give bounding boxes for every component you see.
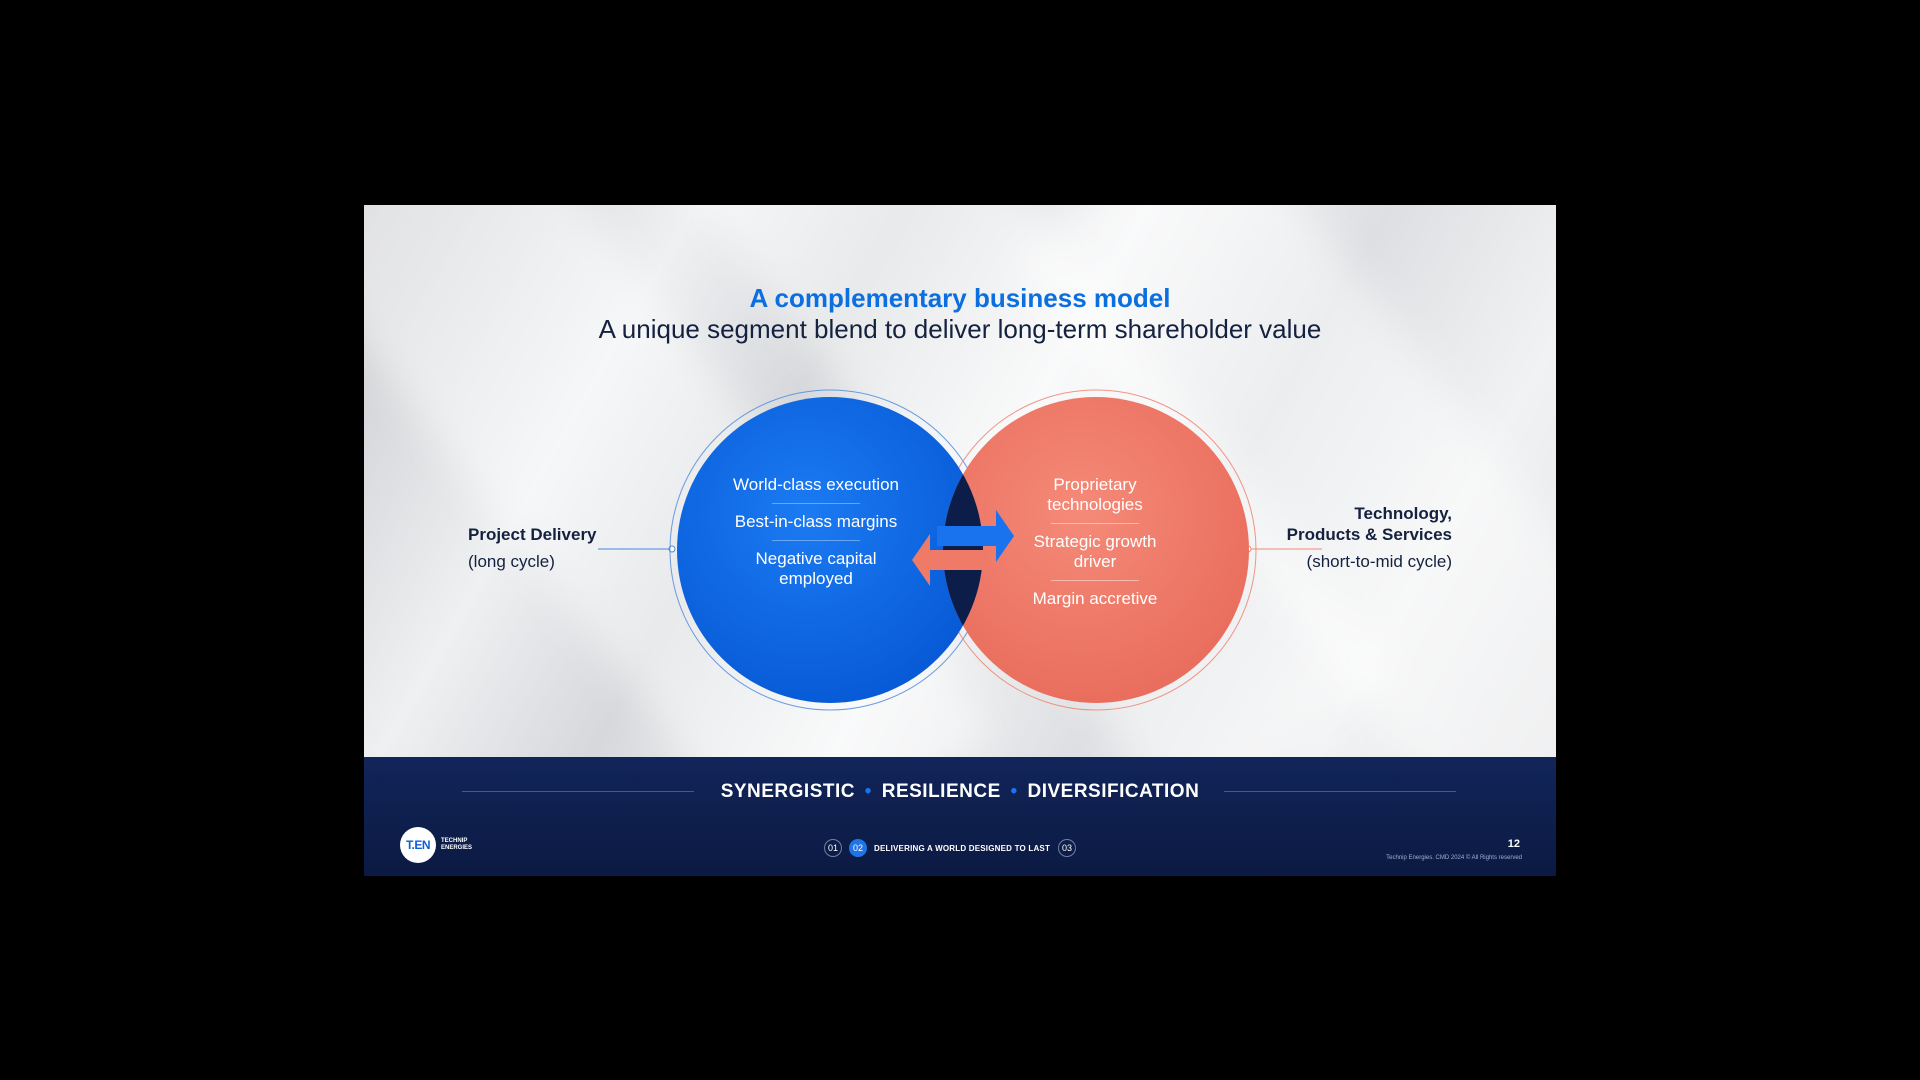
nav-section-02[interactable]: 02 — [849, 839, 867, 857]
slide: A complementary business model A unique … — [364, 205, 1556, 876]
section-nav: 01 02 DELIVERING A WORLD DESIGNED TO LAS… — [824, 839, 1077, 857]
slide-subtitle: A unique segment blend to deliver long-t… — [598, 314, 1322, 344]
attribute-divider — [772, 503, 860, 504]
attribute-divider — [1051, 580, 1139, 581]
tps-label: Technology, Products & Services (short-t… — [1287, 503, 1452, 572]
venn-diagram — [598, 389, 1322, 711]
tagline-word: DIVERSIFICATION — [1027, 781, 1200, 802]
project-delivery-label: Project Delivery (long cycle) — [468, 524, 597, 572]
attribute-item: Best-in-class margins — [734, 512, 898, 531]
project-delivery-attributes: World-class execution Best-in-class marg… — [731, 467, 901, 597]
tagline-separator: • — [864, 781, 872, 802]
logo-wordmark: TECHNIP ENERGIES — [441, 838, 472, 852]
segment-cycle: (long cycle) — [468, 552, 555, 571]
tagline-word: RESILIENCE — [881, 781, 1001, 802]
company-logo: T.EN TECHNIP ENERGIES — [400, 827, 472, 863]
attribute-divider — [1051, 523, 1139, 524]
tps-attributes: Proprietary technologies Strategic growt… — [1010, 467, 1180, 617]
attribute-item: World-class execution — [733, 475, 899, 494]
logo-line: TECHNIP — [441, 838, 468, 844]
segment-name-line2: Products & Services — [1286, 525, 1452, 544]
attribute-item: Negative capital employed — [755, 549, 877, 588]
project-delivery-circle — [677, 397, 983, 703]
arrow-left-icon — [912, 534, 989, 586]
slide-content-area: A complementary business model A unique … — [364, 205, 1556, 757]
nav-section-label: DELIVERING A WORLD DESIGNED TO LAST — [874, 843, 1051, 853]
attribute-item: Proprietary technologies — [1047, 475, 1143, 514]
segment-cycle: (short-to-mid cycle) — [1306, 552, 1452, 571]
arrow-right-icon — [937, 510, 1014, 562]
tagline-rule-right — [1224, 791, 1456, 792]
nav-section-01[interactable]: 01 — [824, 839, 842, 857]
tagline-separator: • — [1010, 781, 1018, 802]
segment-name-line1: Technology, — [1354, 504, 1452, 523]
attribute-divider — [772, 540, 860, 541]
nav-section-03[interactable]: 03 — [1058, 839, 1077, 857]
slide-footer: SYNERGISTIC • RESILIENCE • DIVERSIFICATI… — [364, 757, 1556, 876]
logo-line: ENERGIES — [441, 845, 473, 851]
tagline-word: SYNERGISTIC — [720, 781, 855, 802]
attribute-item: Margin accretive — [1032, 589, 1158, 608]
logo-badge: T.EN — [400, 827, 436, 863]
slide-title: A complementary business model — [749, 283, 1171, 313]
copyright-text: Technip Energies. CMD 2024 © All Rights … — [1386, 855, 1522, 861]
segment-name: Project Delivery — [468, 525, 597, 544]
tagline: SYNERGISTIC • RESILIENCE • DIVERSIFICATI… — [364, 781, 1556, 803]
tagline-row: SYNERGISTIC • RESILIENCE • DIVERSIFICATI… — [364, 779, 1556, 803]
tps-circle — [943, 397, 1249, 703]
attribute-item: Strategic growth driver — [1033, 532, 1157, 571]
page-number: 12 — [1507, 838, 1520, 850]
tagline-rule-left — [462, 791, 694, 792]
